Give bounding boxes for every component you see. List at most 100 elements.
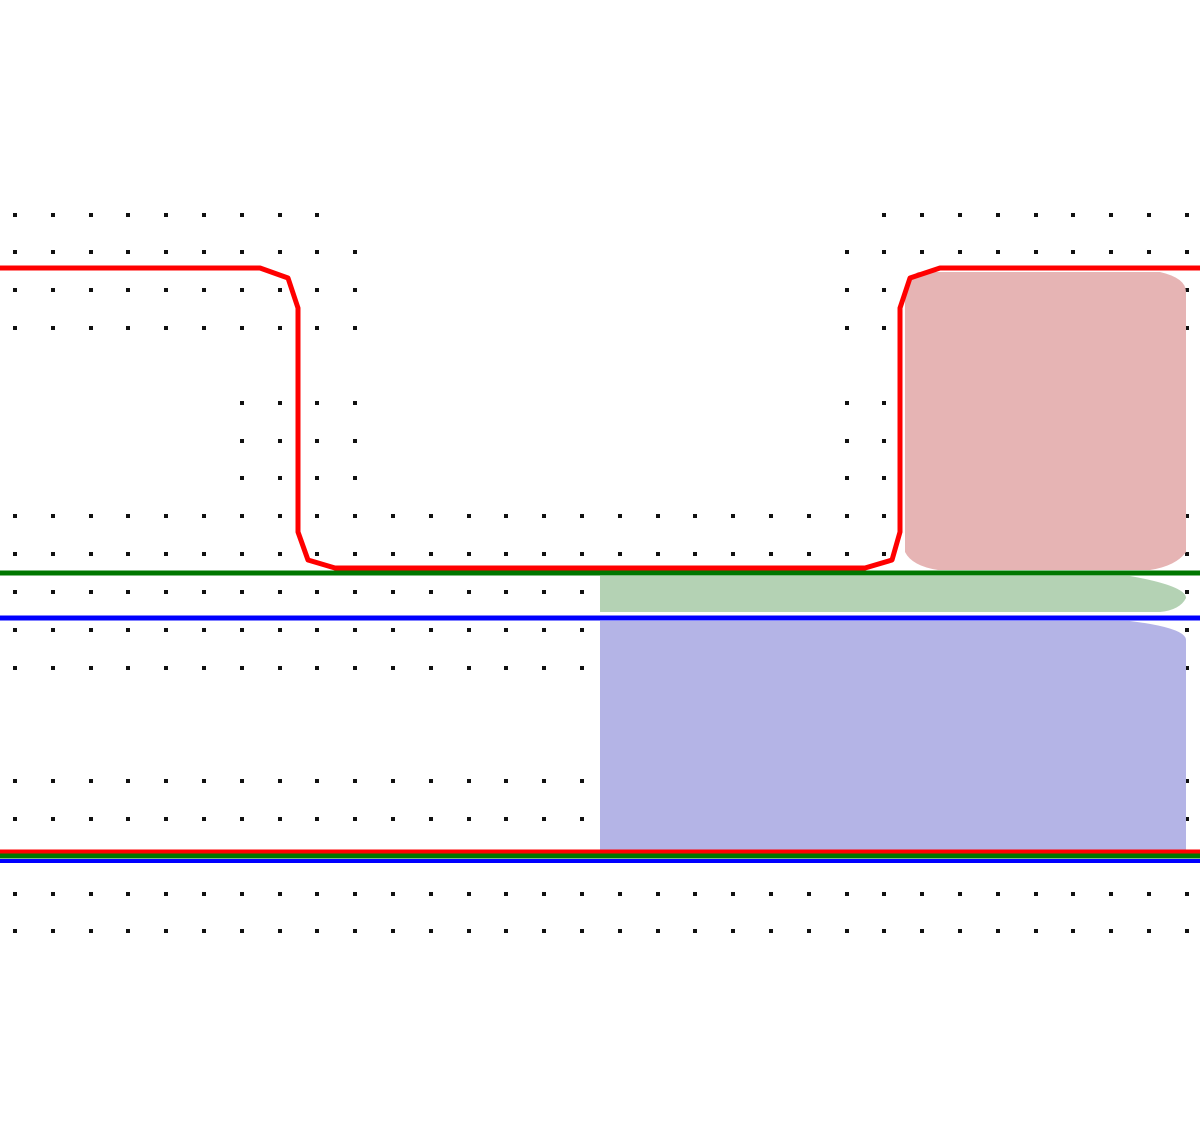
grid-dot [1071, 250, 1075, 254]
grid-dot [51, 779, 55, 783]
grid-dot [13, 817, 17, 821]
grid-dot [1109, 929, 1113, 933]
grid-dot [807, 929, 811, 933]
grid-dot [429, 779, 433, 783]
grid-dot [164, 628, 168, 632]
grid-dot [580, 779, 584, 783]
grid-dot [51, 514, 55, 518]
grid-dot [958, 929, 962, 933]
grid-dot [1147, 213, 1151, 217]
grid-dot [240, 779, 244, 783]
grid-dot [278, 817, 282, 821]
grid-dot [1109, 213, 1113, 217]
grid-dot [958, 213, 962, 217]
grid-dot [542, 628, 546, 632]
grid-dot [126, 590, 130, 594]
grid-dot [353, 514, 357, 518]
grid-dot [996, 892, 1000, 896]
grid-dot [1034, 213, 1038, 217]
grid-dot [1185, 326, 1189, 330]
grid-dot [164, 552, 168, 556]
grid-dot [845, 476, 849, 480]
grid-dot [1185, 213, 1189, 217]
grid-dot [542, 779, 546, 783]
grid-dot [353, 666, 357, 670]
grid-dot [693, 552, 697, 556]
grid-dot [580, 628, 584, 632]
grid-dot [164, 929, 168, 933]
grid-dot [278, 514, 282, 518]
grid-dot [542, 514, 546, 518]
grid-dot [51, 288, 55, 292]
grid-dot [126, 250, 130, 254]
grid-dot [769, 552, 773, 556]
grid-dot [882, 552, 886, 556]
grid-dot [240, 929, 244, 933]
grid-dot [504, 892, 508, 896]
grid-dot [278, 213, 282, 217]
grid-dot [353, 401, 357, 405]
grid-dot [807, 892, 811, 896]
grid-dot [51, 666, 55, 670]
grid-dot [13, 250, 17, 254]
grid-dot [13, 929, 17, 933]
grid-dot [845, 326, 849, 330]
grid-dot [51, 590, 55, 594]
grid-dot [278, 929, 282, 933]
grid-dot [1071, 213, 1075, 217]
grid-dot [240, 666, 244, 670]
grid-dot [580, 552, 584, 556]
grid-dot [504, 552, 508, 556]
grid-dot [1185, 892, 1189, 896]
grid-dot [1185, 779, 1189, 783]
grid-dot [202, 666, 206, 670]
grid-dot [1185, 250, 1189, 254]
grid-dot [353, 779, 357, 783]
grid-dot [126, 628, 130, 632]
grid-dot [845, 250, 849, 254]
grid-dot [731, 552, 735, 556]
grid-dot [89, 666, 93, 670]
grid-dot [429, 628, 433, 632]
grid-dot [769, 892, 773, 896]
grid-dot [51, 892, 55, 896]
grid-dot [882, 439, 886, 443]
grid-dot [580, 666, 584, 670]
grid-dot [769, 929, 773, 933]
grid-dot [693, 514, 697, 518]
grid-dot [315, 514, 319, 518]
grid-dot [845, 892, 849, 896]
grid-dot [845, 439, 849, 443]
grid-dot [89, 552, 93, 556]
grid-dot [89, 817, 93, 821]
grid-dot [429, 590, 433, 594]
grid-dot [1034, 892, 1038, 896]
grid-dot [240, 817, 244, 821]
grid-dot [353, 817, 357, 821]
grid-dot [504, 666, 508, 670]
traces [0, 265, 1200, 863]
grid-dot [278, 666, 282, 670]
grid-dot [807, 514, 811, 518]
grid-dot [580, 892, 584, 896]
grid-dot [202, 929, 206, 933]
grid-dot [542, 666, 546, 670]
grid-dot [580, 817, 584, 821]
grid-dot [1185, 817, 1189, 821]
grid-dot [618, 552, 622, 556]
grid-dot [1109, 250, 1113, 254]
grid-dot [51, 250, 55, 254]
grid-dot [1034, 250, 1038, 254]
grid-dot [240, 250, 244, 254]
grid-dot [882, 213, 886, 217]
grid-dot [164, 666, 168, 670]
grid-dot [1147, 250, 1151, 254]
grid-dot [731, 514, 735, 518]
grid-dot [315, 213, 319, 217]
grid-dot [278, 439, 282, 443]
grid-dot [164, 213, 168, 217]
grid-dot [315, 666, 319, 670]
grid-dot [13, 666, 17, 670]
grid-dot [89, 326, 93, 330]
grid-dot [580, 514, 584, 518]
